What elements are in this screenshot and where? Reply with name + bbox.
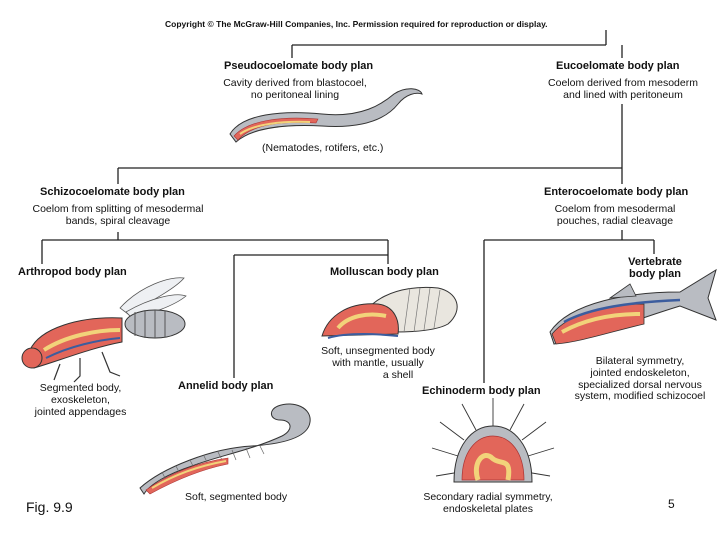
- nematode-illustration: [229, 88, 423, 143]
- eucoelomate-desc: Coelom derived from mesoderm and lined w…: [528, 77, 718, 102]
- vertebrate-title: Vertebrate body plan: [616, 256, 694, 281]
- arthropod-title: Arthropod body plan: [18, 266, 127, 278]
- vertebrate-title-line1: Vertebrate: [628, 256, 682, 268]
- mollusc-gut: [336, 312, 387, 330]
- eucoelomate-title: Eucoelomate body plan: [556, 60, 680, 72]
- insect-legs: [53, 351, 121, 383]
- pseudocoelomate-desc-line2: no peritoneal lining: [250, 88, 340, 101]
- copyright-notice: Copyright © The McGraw-Hill Companies, I…: [165, 19, 548, 29]
- pseudocoelomate-desc-line1: Cavity derived from blastocoel,: [223, 77, 367, 89]
- eucoelomate-desc-line2: and lined with peritoneum: [563, 88, 683, 101]
- molluscan-desc-line3: a shell: [382, 368, 414, 381]
- echinoderm-desc-line2: endoskeletal plates: [443, 502, 533, 515]
- echinoderm-desc-line1: Secondary radial symmetry,: [423, 491, 553, 503]
- nematode-gut: [239, 120, 311, 135]
- nematode-body: [229, 88, 423, 143]
- page-number: 5: [668, 497, 675, 511]
- insect-head: [21, 347, 43, 369]
- mollusc-shell-ridges: [403, 287, 441, 333]
- mollusc-mantle: [321, 303, 399, 337]
- vertebrate-desc-line1: Bilateral symmetry,: [595, 355, 685, 367]
- pseudocoelomate-title: Pseudocoelomate body plan: [224, 60, 374, 72]
- arthropod-desc-line1: Segmented body,: [39, 382, 122, 394]
- schizocoelomate-desc-line2: bands, spiral cleavage: [65, 214, 171, 227]
- molluscan-desc-line1: Soft, unsegmented body: [321, 345, 435, 357]
- molluscan-desc-line2: with mantle, usually: [332, 356, 424, 369]
- insect-thorax: [29, 317, 123, 369]
- echinoderm-title: Echinoderm body plan: [422, 385, 541, 397]
- arthropod-desc-line3: jointed appendages: [34, 405, 127, 418]
- fish-gut: [561, 312, 641, 334]
- enterocoelomate-desc-line2: pouches, radial cleavage: [556, 214, 674, 227]
- mollusc-illustration: [321, 286, 458, 339]
- annelid-title: Annelid body plan: [178, 380, 274, 392]
- eucoelomate-desc-line1: Coelom derived from mesoderm: [548, 77, 698, 89]
- pseudocoelomate-examples: (Nematodes, rotifers, etc.): [262, 142, 384, 154]
- vertebrate-illustration: [549, 268, 717, 345]
- schizocoelomate-desc-line1: Coelom from splitting of mesodermal: [32, 203, 204, 215]
- vertebrate-title-line2: body plan: [629, 268, 681, 281]
- enterocoelomate-title: Enterocoelomate body plan: [544, 186, 689, 198]
- vertebrate-desc-line4: system, modified schizocoel: [574, 390, 706, 403]
- urchin-gut: [474, 453, 512, 481]
- enterocoelomate-desc: Coelom from mesodermal pouches, radial c…: [530, 203, 700, 228]
- urchin-spines: [431, 398, 555, 477]
- arthropod-illustration: [21, 277, 187, 383]
- vertebrate-desc-line3: specialized dorsal nervous: [578, 378, 702, 391]
- molluscan-title: Molluscan body plan: [330, 266, 439, 278]
- echinoderm-illustration: [431, 398, 555, 483]
- worm-coelom: [145, 457, 229, 495]
- worm-gut: [151, 460, 227, 489]
- insect-gut: [42, 328, 121, 352]
- arthropod-desc: Segmented body, exoskeleton, jointed app…: [18, 382, 143, 418]
- annelid-desc: Soft, segmented body: [185, 491, 288, 503]
- annelid-illustration: [139, 403, 311, 495]
- schizocoelomate-desc: Coelom from splitting of mesodermal band…: [18, 203, 218, 228]
- insect-nerve-cord: [45, 337, 121, 359]
- insect-abdomen: [124, 309, 186, 339]
- worm-body: [139, 403, 311, 495]
- nematode-pseudocoel: [233, 117, 319, 141]
- schizocoelomate-title: Schizocoelomate body plan: [40, 186, 185, 198]
- molluscan-desc: Soft, unsegmented body with mantle, usua…: [303, 345, 453, 381]
- pseudocoelomate-desc: Cavity derived from blastocoel, no perit…: [205, 77, 385, 102]
- enterocoelomate-desc-line1: Coelom from mesodermal: [554, 203, 676, 215]
- fish-dorsal-nerve: [563, 298, 681, 324]
- mollusc-nerve: [327, 333, 399, 339]
- figure-label: Fig. 9.9: [26, 499, 73, 515]
- echinoderm-desc: Secondary radial symmetry, endoskeletal …: [408, 491, 568, 516]
- vertebrate-desc: Bilateral symmetry, jointed endoskeleton…: [560, 355, 720, 403]
- fish-dorsal-fin: [608, 283, 637, 299]
- arthropod-desc-line2: exoskeleton,: [51, 393, 110, 406]
- vertebrate-desc-line2: jointed endoskeleton,: [590, 366, 690, 379]
